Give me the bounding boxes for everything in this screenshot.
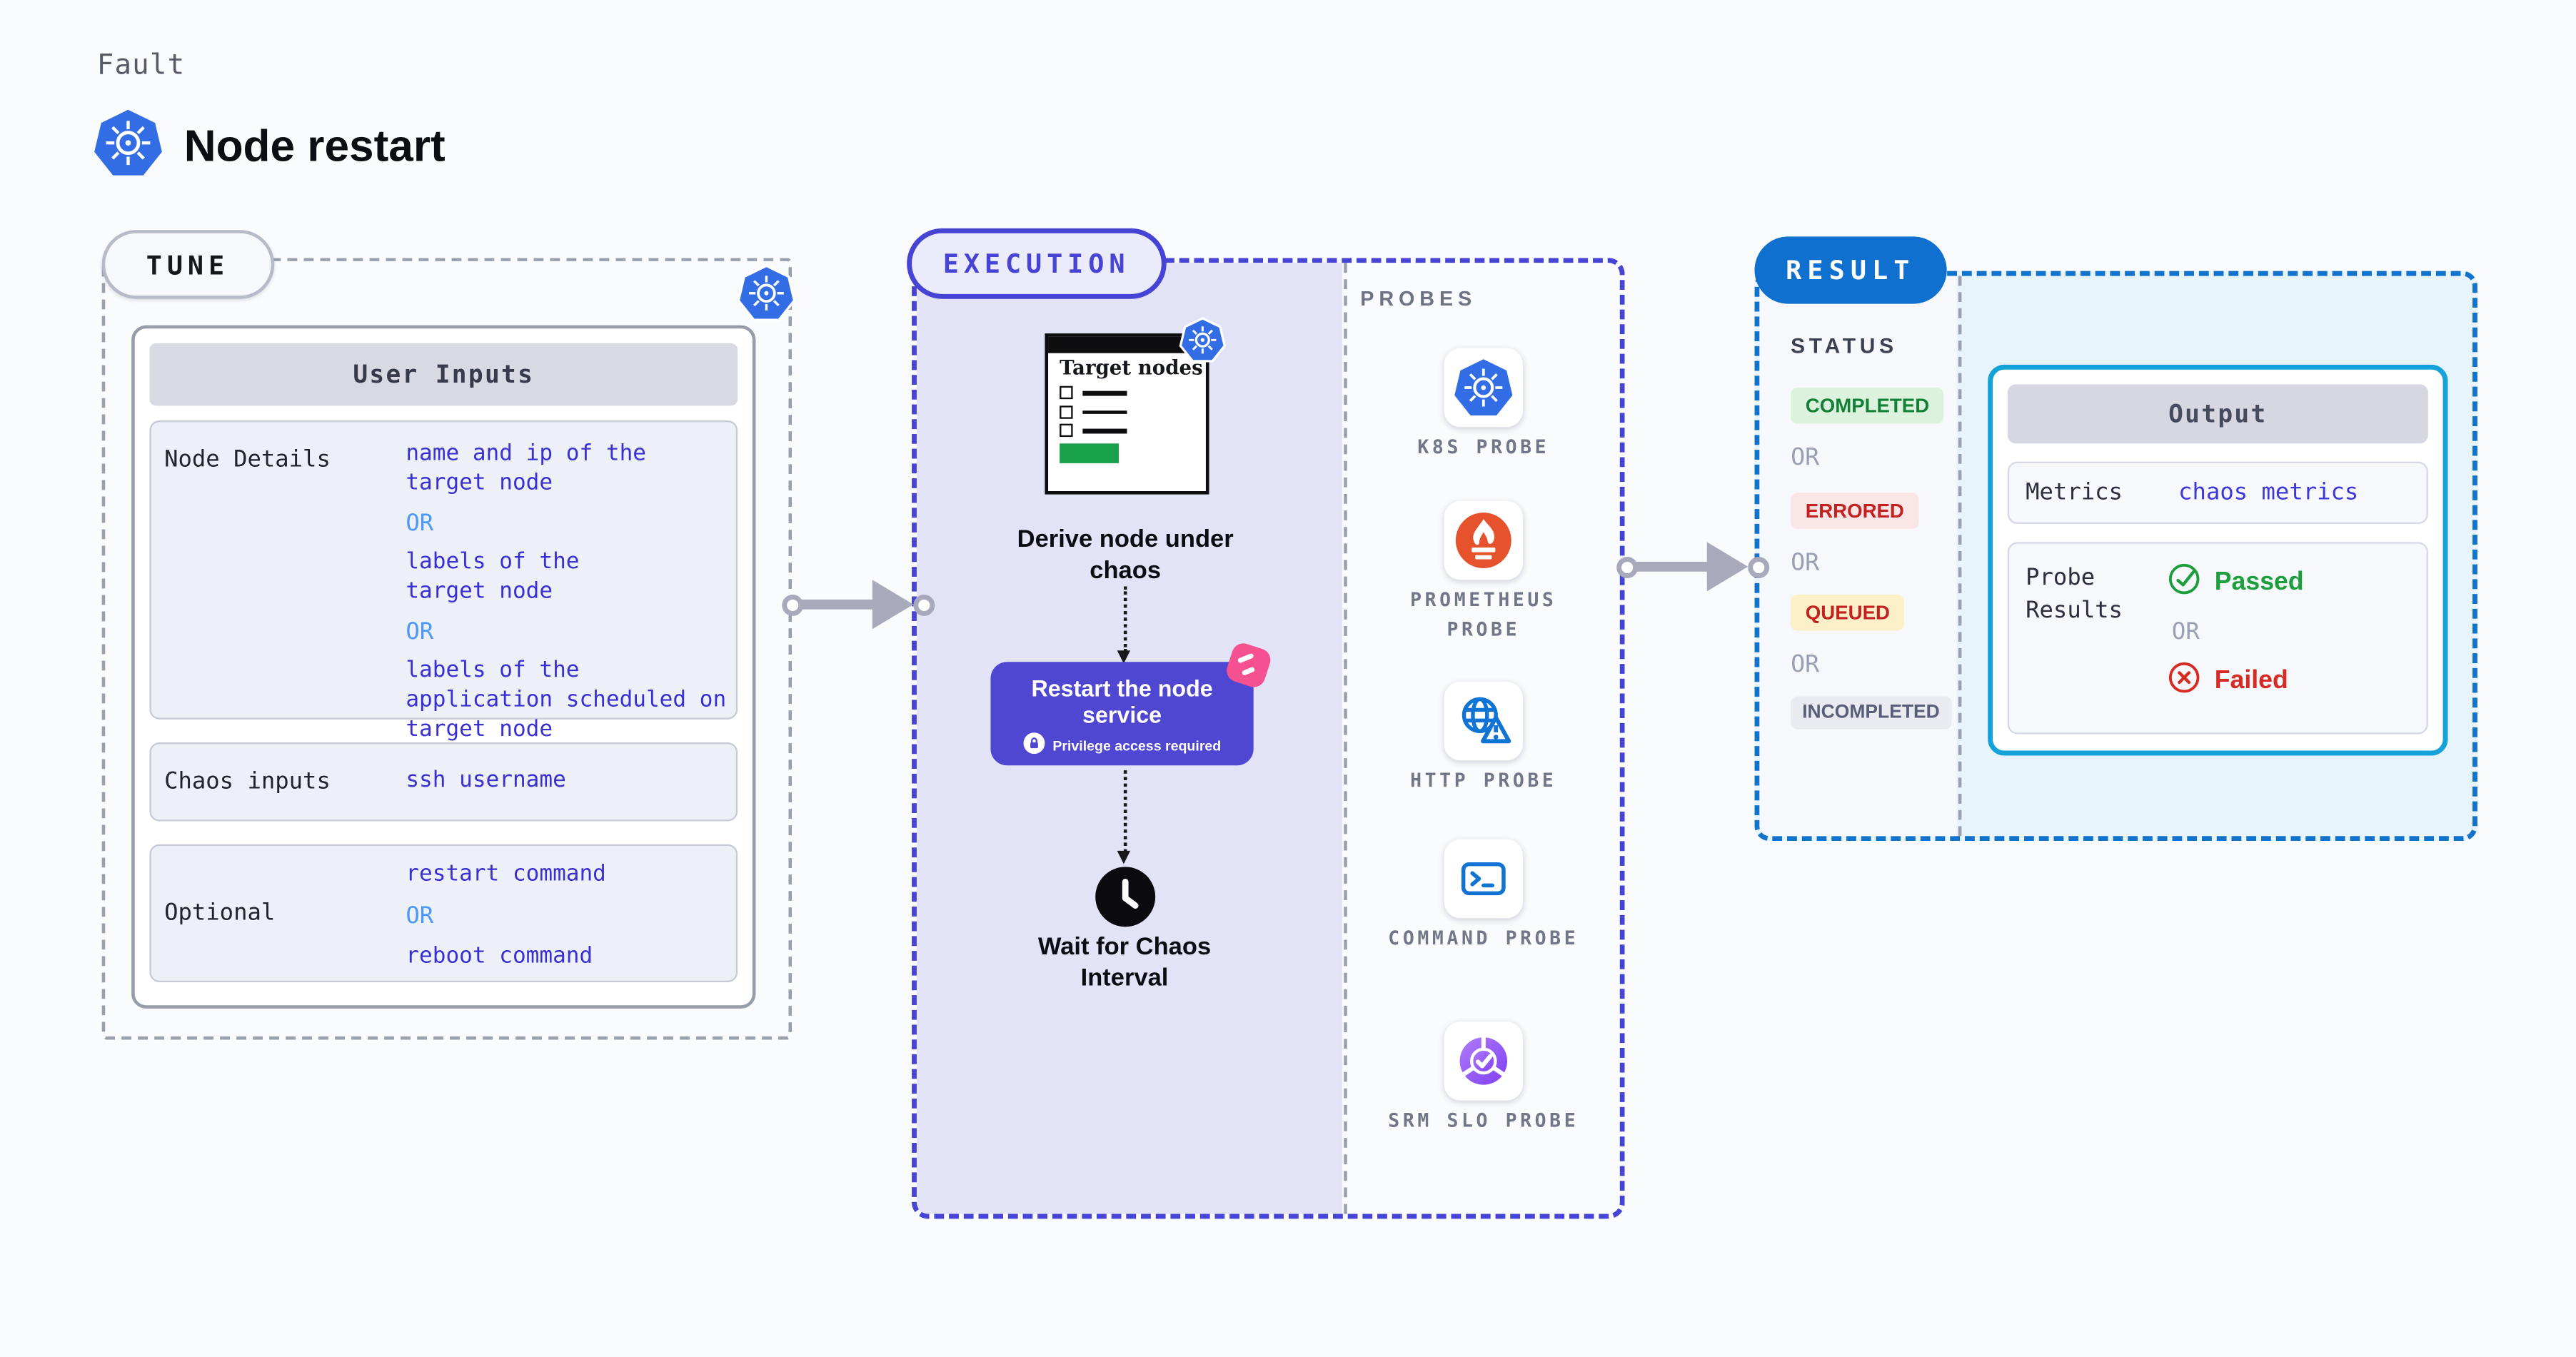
checkbox-icon: [1060, 386, 1073, 400]
probes-heading: PROBES: [1360, 287, 1477, 311]
or-separator: OR: [406, 619, 434, 645]
probe-results-label: Probe Results: [2026, 565, 2123, 624]
srm-slo-probe-icon: [1444, 1021, 1524, 1101]
status-heading: STATUS: [1791, 333, 1898, 358]
kubernetes-icon: [1178, 316, 1227, 365]
metrics-row: Metrics chaos metrics: [2007, 461, 2428, 525]
node-line: [1082, 410, 1127, 415]
kubernetes-icon: [94, 109, 163, 186]
command-probe-icon: [1444, 839, 1524, 919]
connector-line: [1634, 562, 1711, 572]
status-output-divider: [1958, 276, 1962, 837]
connector-start-dot: [782, 593, 804, 615]
target-nodes-title: Target nodes: [1060, 356, 1203, 380]
page-title: Node restart: [183, 121, 446, 171]
chaos-inputs-row: Chaos inputs ssh username: [149, 742, 738, 822]
input-value: reboot command: [406, 942, 593, 969]
probe-results-row: Probe Results Passed OR: [2007, 542, 2428, 735]
probe-label: COMMAND PROBE: [1388, 926, 1579, 949]
row-label: Optional: [164, 899, 276, 927]
optional-row: Optional restart command OR reboot comma…: [149, 844, 738, 982]
probe-label: SRM SLO PROBE: [1388, 1109, 1579, 1132]
or-separator: OR: [1791, 652, 1820, 679]
node-checkbox-row: [1060, 424, 1206, 438]
metrics-value: chaos metrics: [2178, 479, 2359, 506]
check-circle-icon: [2167, 562, 2201, 605]
execution-section-label: EXECUTION: [907, 228, 1167, 299]
input-value: labels of the application scheduled on t…: [406, 656, 727, 742]
k8s-probe-icon: [1444, 348, 1524, 428]
privilege-note-text: Privilege access required: [1052, 737, 1222, 754]
input-value: labels of the target node: [406, 548, 580, 605]
input-value: name and ip of the target node: [406, 440, 647, 496]
node-checkbox-row: [1060, 386, 1206, 400]
execution-probes-divider: [1344, 263, 1347, 1214]
node-line: [1082, 391, 1127, 395]
status-column-background: [1759, 276, 1957, 837]
tune-section-label: TUNE: [101, 230, 274, 299]
failed-text: Failed: [2214, 667, 2288, 695]
or-separator: OR: [406, 510, 434, 538]
node-checkbox-row: [1060, 405, 1206, 419]
wait-chaos-interval-label: Wait for Chaos Interval: [1037, 932, 1212, 992]
connector-end-dot: [913, 593, 935, 615]
page-title-row: Node restart: [94, 109, 446, 186]
arrowhead-icon: [872, 580, 914, 630]
http-probe-icon: [1444, 681, 1524, 761]
card-title-bar: [1048, 336, 1206, 353]
or-separator: OR: [406, 903, 434, 930]
user-inputs-card: User Inputs Node Details name and ip of …: [131, 325, 756, 1009]
checkbox-icon: [1060, 405, 1073, 419]
derive-node-step-label: Derive node under chaos: [1017, 525, 1234, 585]
flow-down-arrow: [1117, 586, 1131, 664]
clock-icon: [1094, 866, 1156, 928]
result-section-label: RESULT: [1754, 236, 1947, 304]
prometheus-probe-icon: [1444, 500, 1524, 580]
x-circle-icon: [2167, 660, 2201, 703]
progress-bar: [1060, 444, 1119, 464]
checkbox-icon: [1060, 424, 1073, 438]
status-badge-errored: ERRORED: [1791, 493, 1919, 529]
probe-label: K8S PROBE: [1417, 435, 1550, 458]
output-header: Output: [2007, 384, 2428, 444]
execution-to-result-arrow: [1616, 542, 1770, 592]
connector-end-dot: [1748, 555, 1770, 577]
arrowhead-icon: [1706, 542, 1749, 592]
status-badge-incompleted: INCOMPLETED: [1791, 696, 1951, 730]
restart-step-label: Restart the node service: [1031, 675, 1213, 728]
lock-icon: [1022, 732, 1045, 758]
or-separator: OR: [1791, 445, 1820, 472]
fault-eyebrow: Fault: [96, 49, 186, 83]
kubernetes-icon: [736, 263, 797, 323]
flow-down-arrow: [1117, 770, 1131, 864]
status-badge-completed: COMPLETED: [1791, 388, 1944, 424]
row-label: Node Details: [164, 446, 331, 473]
node-line: [1082, 429, 1127, 433]
node-details-row: Node Details name and ip of the target n…: [149, 420, 738, 742]
probe-label: HTTP PROBE: [1410, 768, 1557, 792]
tune-section-border: [101, 258, 793, 1040]
row-label: Chaos inputs: [164, 768, 331, 795]
probe-result-passed: Passed: [2167, 562, 2304, 605]
tune-to-execution-arrow: [782, 580, 935, 630]
input-value: restart command: [406, 860, 606, 887]
restart-node-service-step: Restart the node service Privilege acces…: [990, 640, 1274, 766]
status-badge-queued: QUEUED: [1791, 594, 1905, 631]
or-separator: OR: [2171, 619, 2200, 646]
probe-result-failed: Failed: [2167, 660, 2304, 703]
target-nodes-card: Target nodes: [1045, 317, 1227, 495]
output-card: Output Metrics chaos metrics Probe Resul…: [1988, 364, 2448, 756]
passed-text: Passed: [2214, 568, 2304, 597]
metrics-label: Metrics: [2026, 479, 2123, 506]
input-value: ssh username: [406, 767, 566, 794]
connector-line: [800, 600, 876, 610]
or-separator: OR: [1791, 550, 1820, 577]
user-inputs-header: User Inputs: [149, 343, 738, 406]
privilege-note: Privilege access required: [991, 732, 1254, 758]
probe-label: PROMETHEUS PROBE: [1410, 587, 1557, 642]
